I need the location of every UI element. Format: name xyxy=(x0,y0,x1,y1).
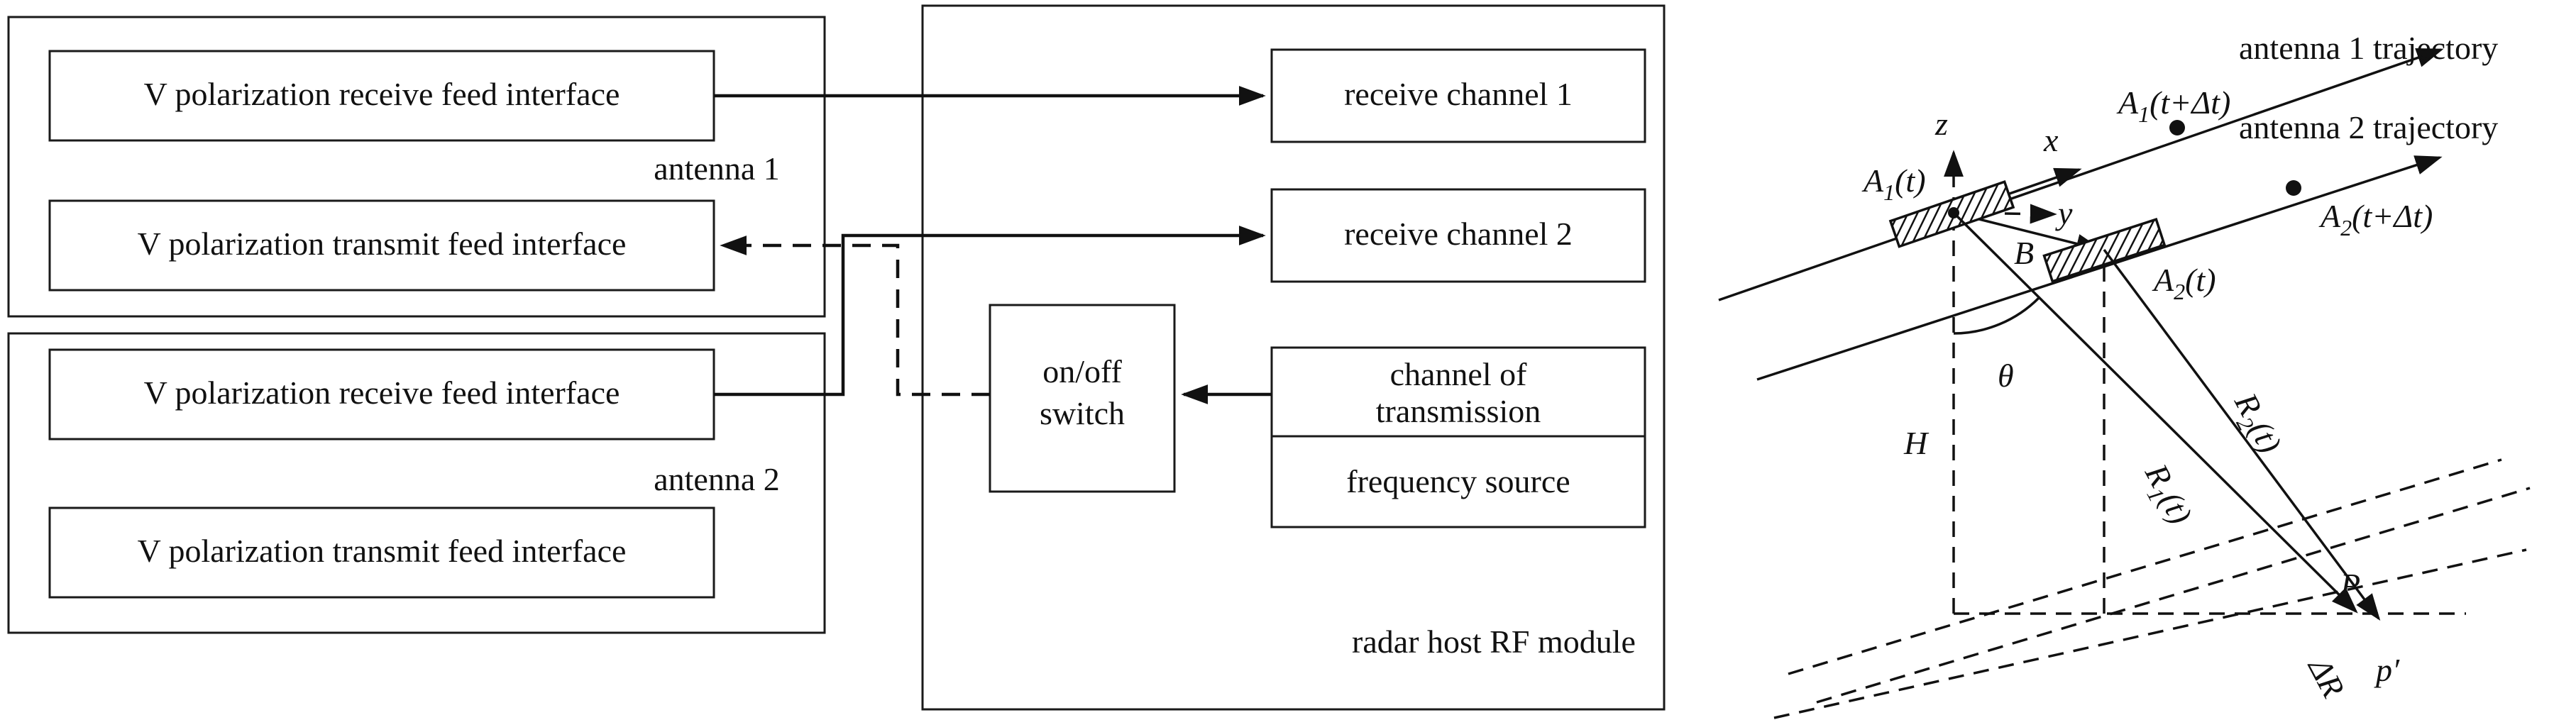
look-angle-label: θ xyxy=(1998,358,2014,394)
antenna-1-transmit-feed-label: V polarization transmit feed interface xyxy=(138,226,627,262)
rf-module-group: receive channel 1 receive channel 2 on/o… xyxy=(921,4,1666,711)
switch-box xyxy=(989,304,1176,493)
antenna-2-trajectory-line xyxy=(1756,155,2443,381)
range-r2-label: R2(t) xyxy=(2222,387,2289,462)
a1-future-position-dot xyxy=(2169,120,2185,135)
receive-channel-1-label: receive channel 1 xyxy=(1344,76,1573,112)
a2tdt-label: A2(t+Δt) xyxy=(2318,198,2433,240)
antenna-2-receive-feed-label: V polarization receive feed interface xyxy=(144,375,620,411)
look-angle-arc xyxy=(1953,297,2040,335)
y-axis xyxy=(1953,204,2057,224)
point-p-prime-label: p′ xyxy=(2374,652,2400,688)
range-r2-line xyxy=(2103,248,2381,621)
antenna-2-trajectory-label: antenna 2 trajectory xyxy=(2239,109,2498,145)
range-r1-line xyxy=(1952,211,2358,614)
switch-label-line2: switch xyxy=(1040,395,1125,431)
rf-module-label: radar host RF module xyxy=(1352,624,1636,660)
baseline-label: B xyxy=(2014,235,2034,271)
ground-line-3 xyxy=(1773,548,2527,719)
antenna-1-receive-feed-box xyxy=(48,50,715,142)
a2-future-position-dot xyxy=(2286,180,2301,196)
a2t-label: A2(t) xyxy=(2152,262,2216,304)
antenna-2-transmit-feed-label: V polarization transmit feed interface xyxy=(138,533,627,569)
antenna-1-label: antenna 1 xyxy=(654,150,780,187)
range-r1-label: R1(t) xyxy=(2132,458,2200,533)
antenna-1-group: V polarization receive feed interface an… xyxy=(7,16,826,318)
antenna-1-transmit-feed-box xyxy=(48,199,715,292)
axis-y-label: y xyxy=(2055,195,2073,231)
wire-ant2-rx-to-ch2 xyxy=(714,226,1266,397)
transmission-label-line1: channel of xyxy=(1390,356,1528,392)
receive-channel-2-box xyxy=(1270,188,1646,283)
axis-x-label: x xyxy=(2043,122,2059,158)
a1t-label: A1(t) xyxy=(1861,162,1926,205)
a1tdt-label: A1(t+Δt) xyxy=(2116,84,2230,127)
frequency-source-label: frequency source xyxy=(1346,463,1570,499)
antenna-2-group: V polarization receive feed interface an… xyxy=(7,332,826,634)
antenna-1-trajectory-label: antenna 1 trajectory xyxy=(2239,30,2498,66)
antenna-2-label: antenna 2 xyxy=(654,461,780,497)
delta-r-label: ΔR xyxy=(2301,650,2352,703)
geometry-diagram: antenna 1 trajectory antenna 2 trajector… xyxy=(1718,30,2531,719)
ground-line-2 xyxy=(1816,487,2531,704)
block-diagram: V polarization receive feed interface an… xyxy=(7,4,1666,711)
receive-channel-2-label: receive channel 2 xyxy=(1344,216,1573,252)
receive-channel-1-box xyxy=(1270,48,1646,143)
height-label: H xyxy=(1903,425,1930,461)
antenna-2-transmit-feed-box xyxy=(48,506,715,599)
transmission-label-line2: transmission xyxy=(1376,393,1541,429)
switch-label-line1: on/off xyxy=(1042,353,1122,389)
point-p-label: P xyxy=(2340,567,2360,603)
ground-line-1 xyxy=(1788,458,2502,675)
wire-switch-to-ant1-tx xyxy=(720,236,990,397)
axis-z-label: z xyxy=(1934,106,1948,142)
antenna-2-receive-feed-box xyxy=(48,348,715,441)
antenna-1-receive-feed-label: V polarization receive feed interface xyxy=(144,76,620,112)
